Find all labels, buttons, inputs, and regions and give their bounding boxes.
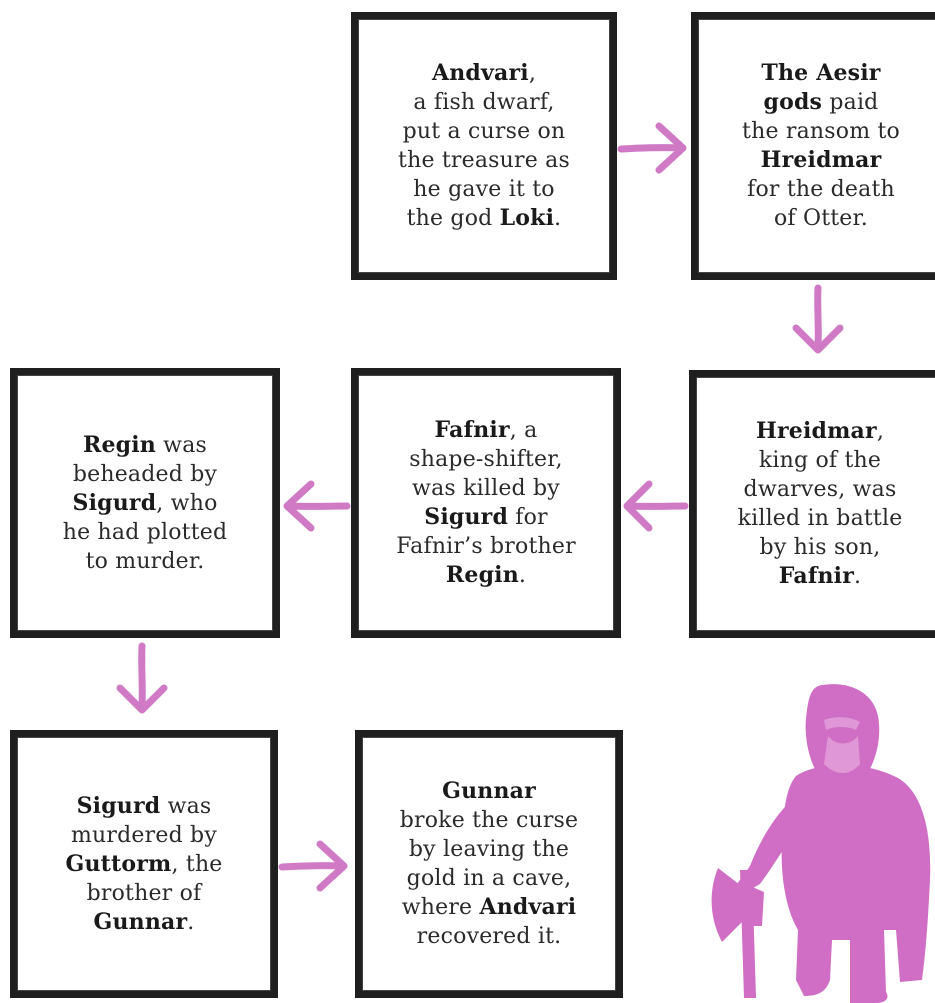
arrow-right-1	[617, 122, 687, 174]
box-andvari-curse: Andvari, a fish dwarf, put a curse on the t…	[351, 12, 617, 280]
bold-name: Regin	[82, 431, 156, 458]
bold-name: gods	[763, 89, 823, 115]
text-run: ,	[876, 419, 885, 444]
text-run: by his son,	[759, 535, 881, 560]
text-run: was	[160, 793, 212, 819]
text-run: where	[401, 895, 480, 920]
text-run: beheaded by	[72, 461, 218, 487]
text-run: brother of	[86, 880, 202, 906]
text-run: , the	[171, 851, 223, 877]
bold-name: Loki	[499, 205, 555, 231]
text-run: gold in a cave,	[406, 866, 572, 891]
box-aesir-ransom: The Aesir gods paid the ransom to Hreidmar f…	[691, 12, 935, 280]
bold-name: Sigurd	[76, 792, 161, 819]
text-run: of Otter.	[773, 206, 868, 231]
text-run: dwarves, was	[743, 477, 897, 502]
text-run: king of the	[758, 448, 882, 473]
text-run: killed in battle	[737, 506, 903, 531]
bold-name: Fafnir	[434, 417, 510, 443]
arrow-left-1	[623, 480, 689, 532]
arrow-down-1	[792, 284, 844, 354]
text-run: paid	[822, 90, 879, 115]
text-run: , a	[509, 418, 538, 443]
text-run: .	[187, 909, 195, 935]
bold-name: Andvari	[479, 894, 577, 920]
box-hreidmar-killed: Hreidmar, king of the dwarves, was killed i…	[689, 370, 935, 638]
text-run: to murder.	[85, 548, 205, 574]
text-run: for the death	[747, 177, 895, 202]
text-run: for	[508, 505, 548, 530]
bold-name: Hreidmar	[760, 147, 882, 173]
text-run: a fish dwarf,	[413, 90, 555, 115]
bold-name: Sigurd	[424, 504, 509, 530]
text-run: broke the curse	[399, 808, 579, 833]
box-gunnar-curse-broken-text: Gunnar broke the curse by leaving the gold …	[400, 777, 579, 951]
text-run: was killed by	[412, 476, 560, 501]
text-run: , who	[156, 490, 218, 516]
text-run: .	[554, 206, 562, 231]
text-run: recovered it.	[416, 924, 562, 949]
box-gunnar-curse-broken: Gunnar broke the curse by leaving the gold …	[355, 730, 623, 998]
text-run: Fafnir’s brother	[396, 534, 576, 559]
bold-name: Gunnar	[93, 908, 188, 935]
bold-name: Fafnir	[778, 563, 855, 589]
text-run: shape-shifter,	[409, 447, 563, 472]
text-run: the treasure as	[398, 148, 570, 173]
text-run: .	[854, 564, 862, 589]
text-run: .	[518, 563, 527, 588]
box-aesir-ransom-text: The Aesir gods paid the ransom to Hreidmar f…	[742, 59, 900, 233]
text-run: was	[155, 432, 208, 458]
box-andvari-curse-text: Andvari, a fish dwarf, put a curse on the t…	[398, 59, 570, 233]
text-run: the ransom to	[742, 119, 900, 144]
arrow-down-2	[116, 642, 168, 714]
text-run: the god	[406, 206, 500, 231]
text-run: he gave it to	[413, 177, 555, 202]
arrow-left-2	[283, 480, 351, 532]
text-run: put a curse on	[402, 119, 566, 144]
bold-name: The Aesir	[761, 60, 881, 86]
text-run: he had plotted	[62, 519, 228, 545]
dwarf-with-axe-icon	[711, 684, 931, 1003]
arrow-right-2	[278, 840, 348, 892]
box-fafnir-killed-text: Fafnir, a shape-shifter, was killed by Sigu…	[396, 416, 576, 590]
text-run: by leaving the	[408, 837, 570, 862]
bold-name: Regin	[445, 562, 519, 588]
bold-name: Andvari	[431, 60, 529, 86]
box-fafnir-killed: Fafnir, a shape-shifter, was killed by Sigu…	[351, 368, 621, 638]
text-run: ,	[528, 61, 537, 86]
bold-name: Sigurd	[72, 489, 157, 516]
bold-name: Gunnar	[442, 778, 536, 804]
bold-name: Hreidmar	[755, 418, 877, 444]
bold-name: Guttorm	[65, 850, 172, 877]
box-hreidmar-killed-text: Hreidmar, king of the dwarves, was killed i…	[738, 417, 903, 591]
text-run: murdered by	[71, 822, 217, 848]
